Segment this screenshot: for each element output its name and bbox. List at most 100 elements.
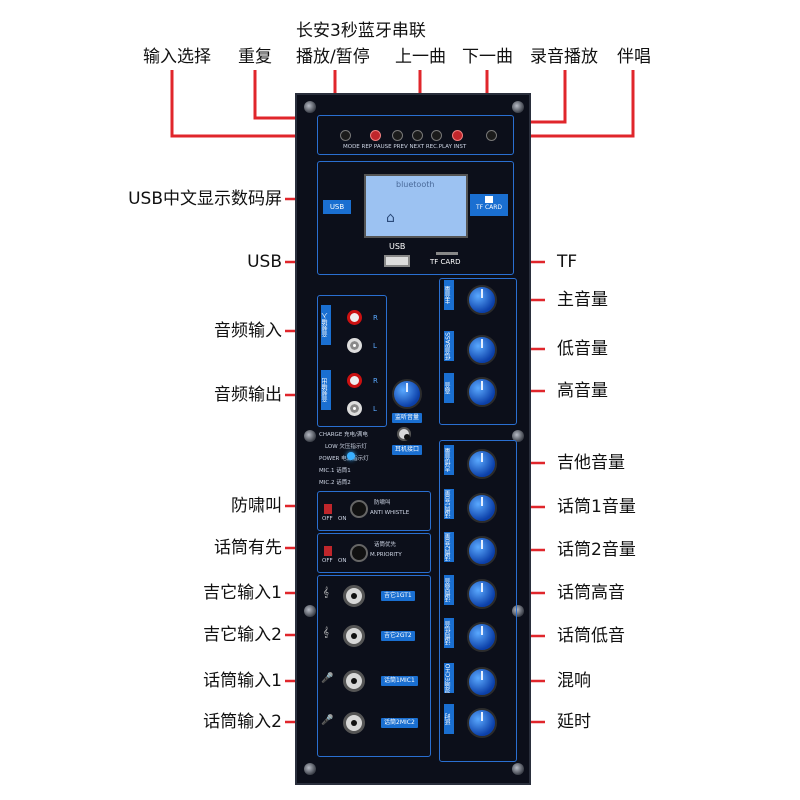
label-master-vol: 主音量 (557, 290, 608, 310)
rec-play-button[interactable] (452, 130, 463, 141)
mic-treble-knob[interactable] (467, 579, 497, 609)
label-mic-in1: 话筒输入1 (203, 671, 282, 691)
guitar-in1-jack[interactable] (343, 585, 365, 607)
anti-whistle-switch[interactable] (324, 504, 332, 514)
label-accompany: 伴唱 (617, 47, 651, 67)
usb-port[interactable] (384, 255, 410, 267)
label-guitar-in2: 吉它输入2 (203, 625, 282, 645)
line-accompany (485, 70, 635, 138)
treble-knob[interactable] (467, 377, 497, 407)
screw-icon (512, 605, 524, 617)
prev-button[interactable] (412, 130, 423, 141)
label-guitar-in1: 吉它输入1 (203, 583, 282, 603)
knob-label-delay: 延时DELAY (444, 704, 454, 734)
rca-in-l: L (373, 342, 377, 350)
screw-icon (512, 101, 524, 113)
usb-mode-icon: USB (323, 200, 351, 214)
button-strip: MODE REP PAUSE PREV NEXT REC.PLAY INST (317, 115, 514, 155)
label-usb-display: USB中文显示数码屏 (128, 189, 282, 209)
rca-out-r: R (373, 377, 378, 385)
audio-out-left-jack[interactable] (347, 401, 362, 416)
priority-en: M.PRIORITY (370, 552, 402, 558)
indicator-power: POWER 电源指示灯 (319, 456, 369, 462)
indicator-panel: CHARGE 充电/满电 LOW 欠压指示灯 POWER 电源指示灯 MIC.1… (317, 430, 389, 490)
label-mic-bass: 话筒低音 (557, 626, 625, 646)
knob-label-mic1: 话筒1音量M1.VOL (444, 489, 454, 519)
label-repeat: 重复 (238, 47, 272, 67)
knob-label-mic-bass: 话筒低音M.BASS (444, 618, 454, 648)
lcd-logo-icon: ⌂ (386, 210, 395, 226)
label-mic2-vol: 话筒2音量 (557, 540, 636, 560)
mic-in2-jack[interactable] (343, 712, 365, 734)
label-audio-out: 音频输出 (214, 385, 282, 405)
display-frame: USB bluetooth ⌂ TF CARD USB TF CARD (317, 161, 514, 275)
priority-frame: OFF ON 话筒优先 M.PRIORITY (317, 533, 431, 573)
audio-in-right-jack[interactable] (347, 310, 362, 325)
label-rec-play: 录音播放 (530, 47, 598, 67)
next-button[interactable] (431, 130, 442, 141)
label-bt-series: 长安3秒蓝牙串联 (296, 21, 426, 41)
knob-label-reverb: 混响ECHO (444, 663, 454, 693)
guitar-icon: 𝄞 (323, 627, 329, 638)
repeat-button[interactable] (370, 130, 381, 141)
anti-whistle-on: ON (338, 516, 347, 522)
guitar-volume-knob[interactable] (467, 449, 497, 479)
jack-frame (317, 575, 431, 757)
sd-card-icon (485, 196, 493, 203)
knob-column-lower (439, 440, 517, 762)
label-mic-in2: 话筒输入2 (203, 712, 282, 732)
audio-in-left-jack[interactable] (347, 338, 362, 353)
monitor-volume-knob[interactable] (392, 379, 422, 409)
rca-in-r: R (373, 314, 378, 322)
screw-icon (304, 101, 316, 113)
anti-whistle-cn: 防啸叫 (374, 500, 391, 506)
label-next: 下一曲 (462, 47, 513, 67)
label-usb: USB (247, 252, 282, 272)
label-audio-in: 音频输入 (214, 321, 282, 341)
knob-label-guitar: 吉他音量GT.VOL (444, 445, 454, 475)
anti-whistle-button[interactable] (350, 500, 368, 518)
mic1-volume-knob[interactable] (467, 493, 497, 523)
label-anti-feedback: 防啸叫 (231, 496, 282, 516)
guitar-in2-label: 吉它2GT2 (381, 631, 415, 641)
bass-knob[interactable] (467, 335, 497, 365)
label-guitar-vol: 吉他音量 (557, 453, 625, 473)
rca-out-label: 音频输出AUDIO OUT (321, 370, 331, 410)
priority-button[interactable] (350, 544, 368, 562)
label-input-select: 输入选择 (143, 47, 211, 67)
knob-label-master: 主音量VOLUME (444, 280, 454, 310)
mic2-volume-knob[interactable] (467, 536, 497, 566)
play-pause-button[interactable] (392, 130, 403, 141)
indicator-charge: CHARGE 充电/满电 (319, 432, 368, 438)
screw-icon (304, 605, 316, 617)
priority-on: ON (338, 558, 347, 564)
mic-icon: 🎤 (321, 715, 334, 726)
tf-card-badge: TF CARD (470, 194, 508, 216)
master-volume-knob[interactable] (467, 285, 497, 315)
usb-port-label: USB (389, 242, 406, 251)
mic-in1-jack[interactable] (343, 670, 365, 692)
inst-button[interactable] (486, 130, 497, 141)
earphone-jack[interactable] (397, 427, 411, 441)
label-mic-treble: 话筒高音 (557, 583, 625, 603)
screw-icon (512, 763, 524, 775)
mic-bass-knob[interactable] (467, 622, 497, 652)
rca-in-label: 音频输入AUDIO INPUT (321, 305, 331, 345)
screw-icon (304, 430, 316, 442)
priority-switch[interactable] (324, 546, 332, 556)
indicator-mic2: MIC.2 话筒2 (319, 480, 351, 486)
reverb-knob[interactable] (467, 667, 497, 697)
mic-in2-label: 话筒2MIC2 (381, 718, 418, 728)
audio-out-right-jack[interactable] (347, 373, 362, 388)
mode-button[interactable] (340, 130, 351, 141)
button-labels: MODE REP PAUSE PREV NEXT REC.PLAY INST (343, 144, 467, 150)
tf-slot[interactable] (436, 252, 458, 255)
label-bass: 低音量 (557, 339, 608, 359)
guitar-in1-label: 吉它1GT1 (381, 591, 415, 601)
power-led-icon (347, 452, 355, 460)
guitar-in2-jack[interactable] (343, 625, 365, 647)
label-prev: 上一曲 (395, 47, 446, 67)
delay-knob[interactable] (467, 708, 497, 738)
anti-whistle-off: OFF (322, 516, 333, 522)
mic-in1-label: 话筒1MIC1 (381, 676, 418, 686)
